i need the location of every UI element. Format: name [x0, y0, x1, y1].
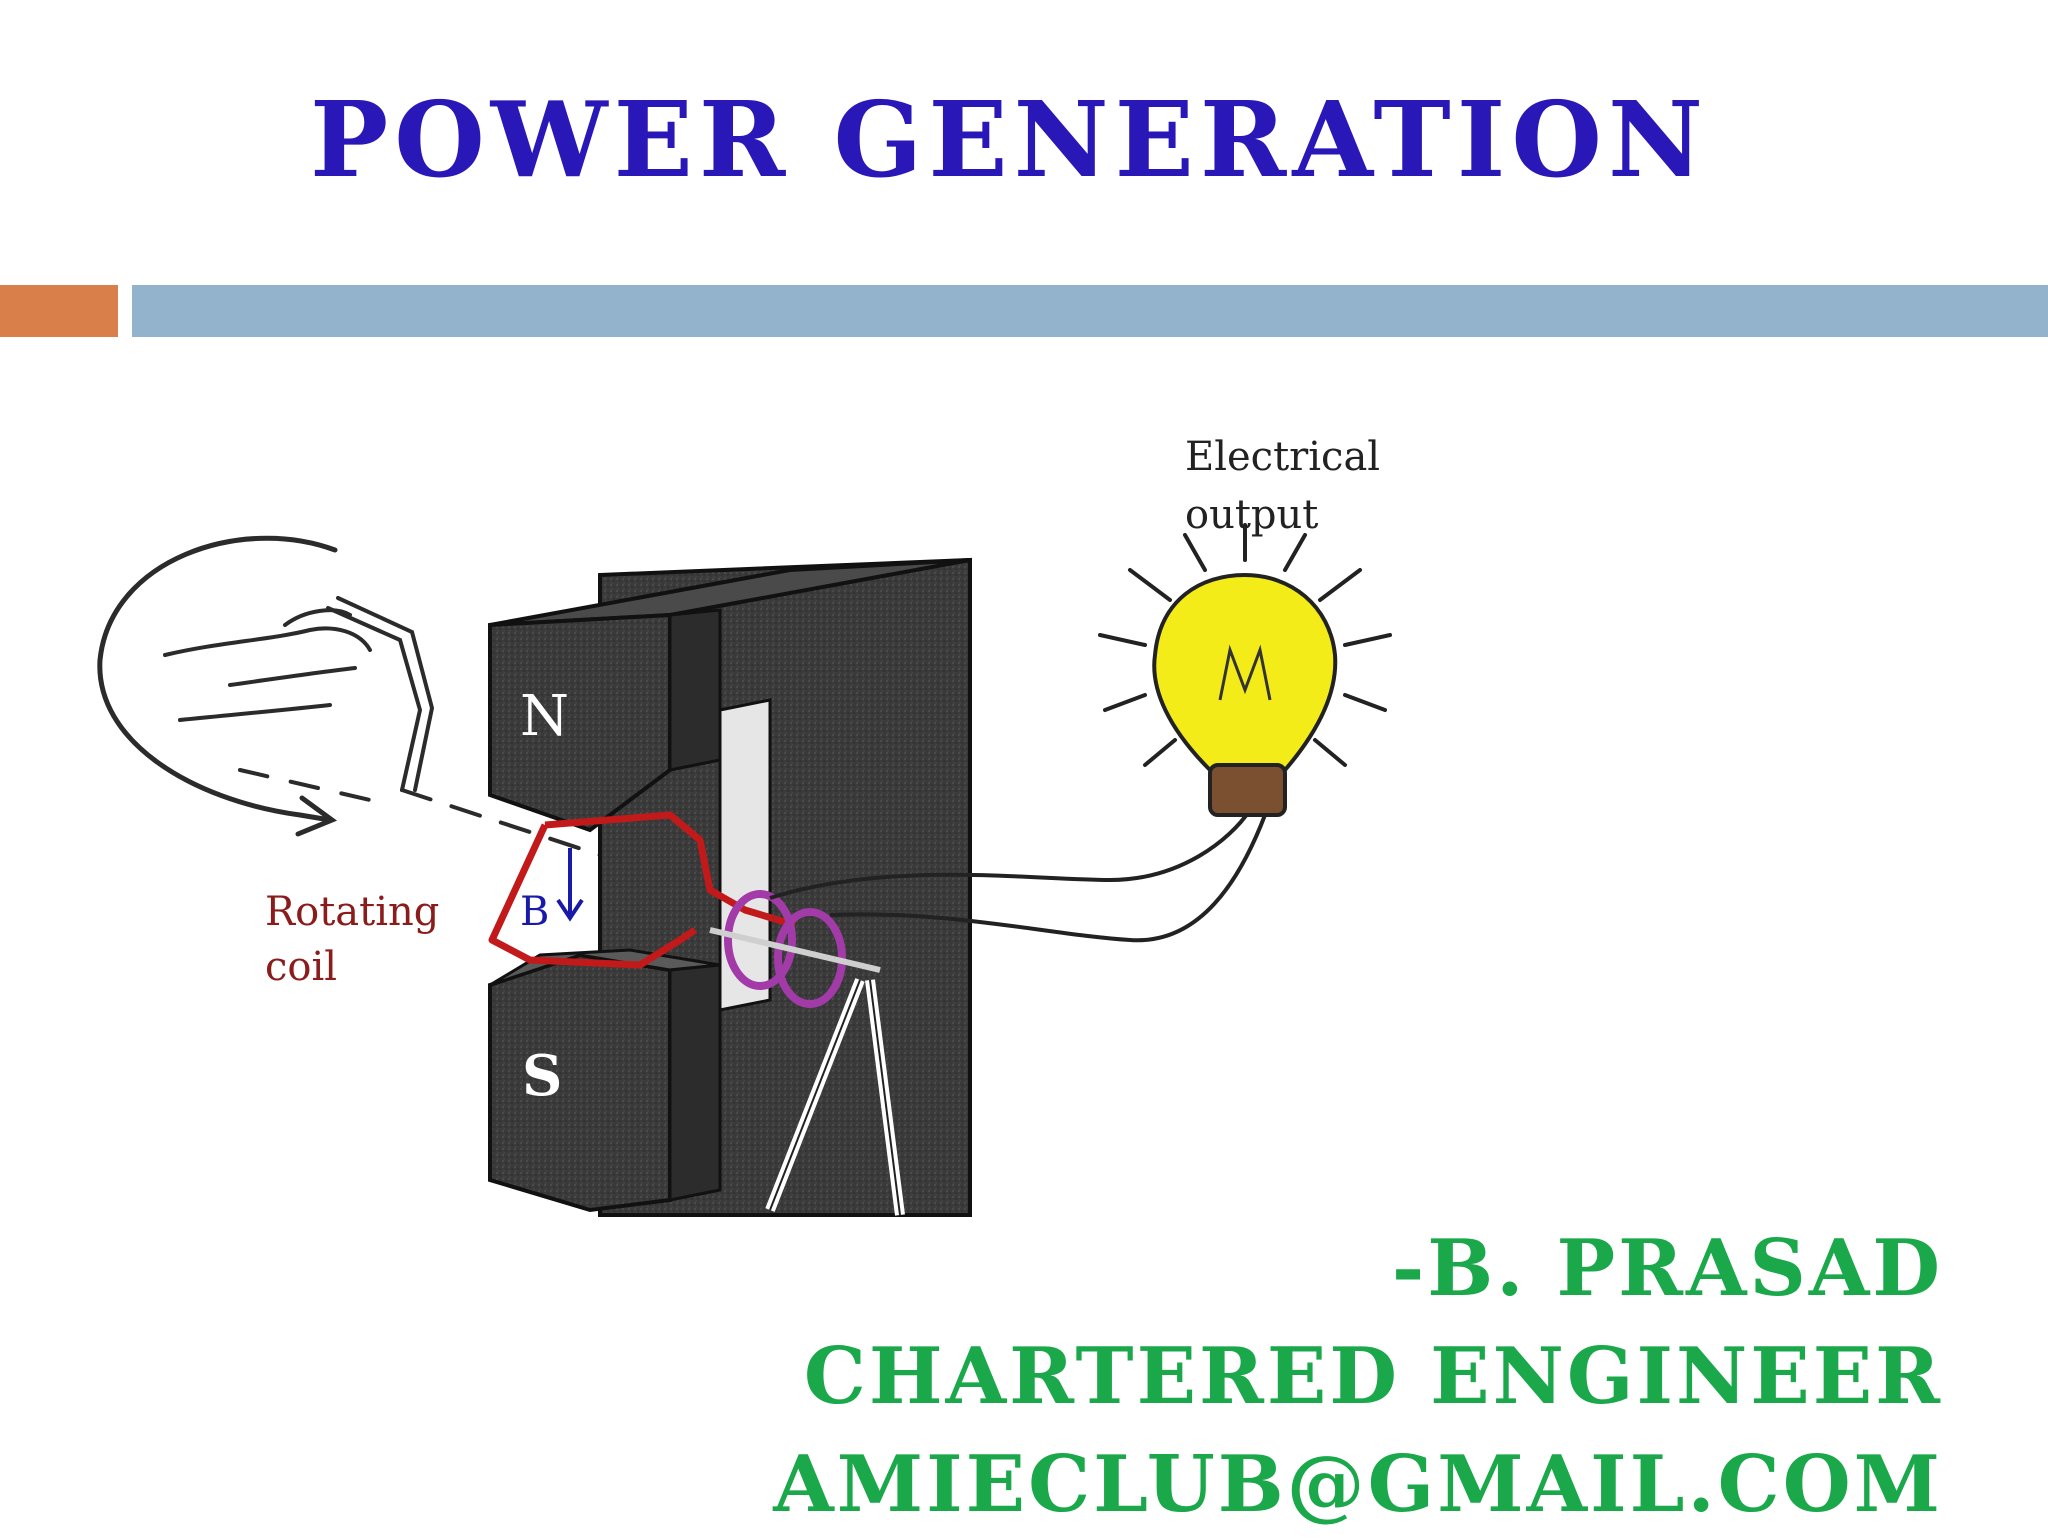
generator-diagram: N S B — [97, 434, 1392, 1217]
accent-bar-right — [132, 285, 2048, 337]
rotation-arrow-icon — [97, 535, 338, 837]
field-arrow-icon — [556, 848, 584, 922]
author-email: AMIECLUB@GMAIL.COM — [773, 1439, 1943, 1530]
output-wires — [769, 808, 1267, 943]
accent-bar-left — [0, 285, 118, 337]
output-label-line2: output — [1185, 492, 1318, 538]
coil-label-line1: Rotating — [265, 889, 439, 935]
light-bulb-icon — [1098, 523, 1392, 817]
coil-label-line2: coil — [265, 944, 337, 990]
hand-crank-icon — [163, 596, 617, 862]
field-label: B — [520, 889, 549, 935]
north-pole-label: N — [520, 684, 569, 749]
coil-icon — [488, 811, 797, 969]
slip-rings-icon — [709, 890, 905, 1216]
output-label-line1: Electrical — [1185, 434, 1380, 480]
slide-title: POWER GENERATION — [310, 78, 1710, 201]
south-pole-label: S — [522, 1043, 562, 1109]
magnet-icon — [488, 557, 972, 1217]
author-name: -B. PRASAD — [1391, 1223, 1943, 1314]
author-block: -B. PRASAD CHARTERED ENGINEER AMIECLUB@G… — [743, 1215, 1943, 1539]
author-role: CHARTERED ENGINEER — [803, 1331, 1943, 1422]
